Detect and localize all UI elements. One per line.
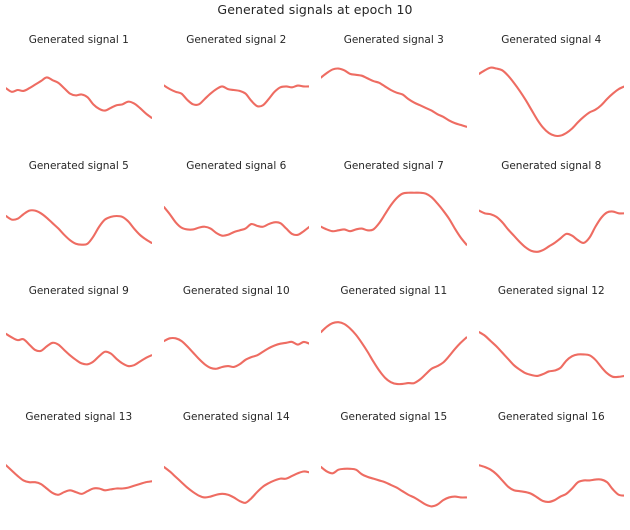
signal-line-10 [164, 338, 310, 369]
subplot-axes-signal-3 [321, 56, 467, 146]
signal-line-13 [6, 465, 152, 495]
signal-line-15 [321, 467, 467, 506]
subplot-signal-7: Generated signal 7 [315, 154, 473, 280]
subplot-title-signal-14: Generated signal 14 [182, 410, 290, 423]
subplot-signal-3: Generated signal 3 [315, 28, 473, 154]
subplot-title-signal-3: Generated signal 3 [343, 34, 444, 46]
subplot-title-signal-1: Generated signal 1 [28, 34, 129, 46]
subplot-axes-signal-10 [164, 307, 310, 397]
signal-line-6 [164, 207, 310, 236]
signal-line-14 [164, 467, 310, 503]
signal-line-12 [479, 332, 625, 377]
subplot-signal-6: Generated signal 6 [158, 154, 316, 280]
signal-line-3 [321, 68, 467, 126]
subplot-title-signal-5: Generated signal 5 [28, 159, 129, 172]
subplot-signal-9: Generated signal 9 [0, 279, 158, 405]
subplot-title-signal-4: Generated signal 4 [501, 34, 602, 46]
subplot-axes-signal-2 [164, 56, 310, 146]
subplot-signal-13: Generated signal 13 [0, 405, 158, 530]
signal-line-16 [479, 465, 625, 502]
subplot-title-signal-13: Generated signal 13 [25, 410, 133, 423]
subplot-signal-15: Generated signal 15 [315, 405, 473, 530]
signal-line-7 [321, 192, 467, 244]
subplot-title-signal-10: Generated signal 10 [182, 285, 290, 297]
subplot-title-signal-6: Generated signal 6 [186, 159, 287, 172]
subplot-axes-signal-1 [6, 56, 152, 146]
subplot-title-signal-2: Generated signal 2 [186, 34, 287, 46]
subplot-title-signal-16: Generated signal 16 [497, 410, 605, 423]
subplot-title-signal-8: Generated signal 8 [501, 159, 602, 172]
subplot-signal-14: Generated signal 14 [158, 405, 316, 530]
subplot-axes-signal-4 [479, 56, 625, 146]
signal-line-4 [479, 68, 625, 136]
subplot-signal-1: Generated signal 1 [0, 28, 158, 154]
subplot-signal-2: Generated signal 2 [158, 28, 316, 154]
subplot-signal-16: Generated signal 16 [473, 405, 630, 530]
subplot-axes-signal-6 [164, 182, 310, 272]
subplot-signal-8: Generated signal 8 [473, 154, 630, 280]
subplot-signal-5: Generated signal 5 [0, 154, 158, 280]
subplot-title-signal-9: Generated signal 9 [28, 285, 129, 297]
subplot-axes-signal-16 [479, 433, 625, 523]
subplot-axes-signal-5 [6, 182, 152, 272]
subplot-axes-signal-7 [321, 182, 467, 272]
subplot-signal-11: Generated signal 11 [315, 279, 473, 405]
subplot-axes-signal-12 [479, 307, 625, 397]
figure-title: Generated signals at epoch 10 [217, 2, 413, 17]
signal-line-2 [164, 86, 310, 107]
subplot-title-signal-11: Generated signal 11 [340, 285, 448, 297]
signal-line-1 [6, 77, 152, 117]
subplot-axes-signal-9 [6, 307, 152, 397]
subplot-axes-signal-11 [321, 307, 467, 397]
subplot-signal-4: Generated signal 4 [473, 28, 630, 154]
subplot-title-signal-12: Generated signal 12 [497, 285, 605, 297]
subplot-axes-signal-13 [6, 433, 152, 523]
subplot-signal-12: Generated signal 12 [473, 279, 630, 405]
subplot-axes-signal-15 [321, 433, 467, 523]
subplot-title-signal-7: Generated signal 7 [343, 159, 444, 172]
signal-line-11 [321, 322, 467, 384]
subplot-axes-signal-14 [164, 433, 310, 523]
signal-line-9 [6, 334, 152, 366]
subplot-signal-10: Generated signal 10 [158, 279, 316, 405]
subplot-axes-signal-8 [479, 182, 625, 272]
subplot-title-signal-15: Generated signal 15 [340, 410, 448, 423]
signal-line-5 [6, 210, 152, 244]
subplot-grid: Generated signal 1 Generated signal 2 Gene… [0, 28, 630, 530]
signal-line-8 [479, 210, 625, 251]
